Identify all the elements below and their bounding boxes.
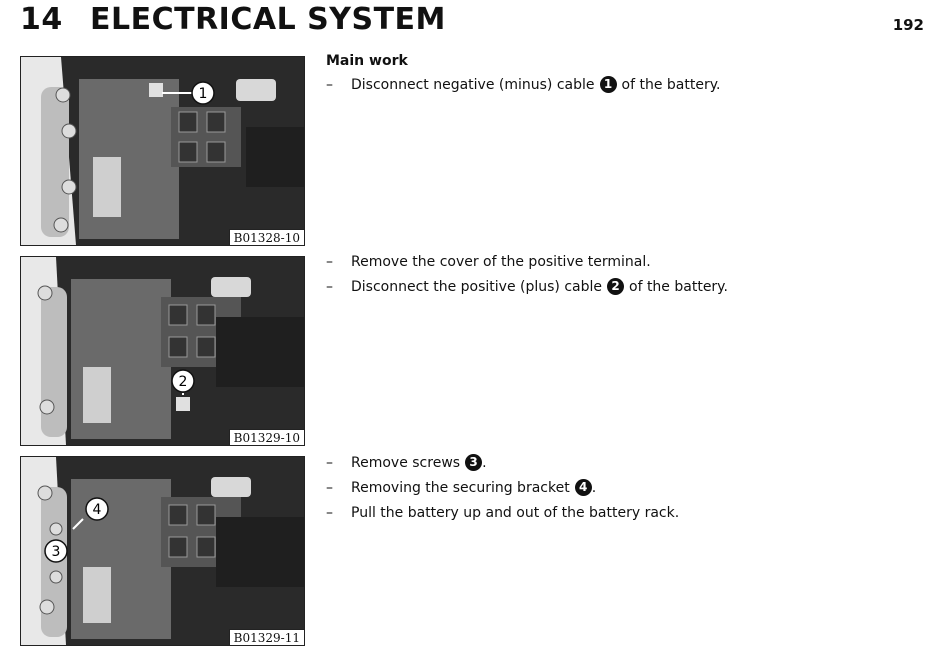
step-text: Disconnect the positive (plus) cable — [351, 278, 602, 295]
battery-photo-illustration: 1 — [21, 57, 304, 245]
chapter-title: ELECTRICAL SYSTEM — [90, 2, 446, 37]
step-number-badge: 4 — [574, 479, 592, 496]
page-number: 192 — [892, 16, 924, 34]
step-item: – Pull the battery up and out of the bat… — [326, 500, 679, 525]
step-item: – Remove the cover of the positive termi… — [326, 249, 728, 274]
step-item: – Disconnect negative (minus) cable 1 of… — [326, 72, 720, 97]
step-text-after: . — [591, 479, 597, 496]
section-heading: Main work — [326, 53, 408, 69]
step-text-after: . — [482, 454, 487, 471]
figure-battery-negative: 1 B01328-10 — [20, 56, 305, 246]
step-item: – Remove screws 3 . — [326, 450, 679, 475]
figure-battery-bracket: 4 3 B01329-11 — [20, 456, 305, 646]
callout-1: 1 — [199, 86, 208, 102]
section-remove-battery: – Remove screws 3 . – Removing the secur… — [326, 450, 679, 525]
step-item: – Disconnect the positive (plus) cable 2… — [326, 274, 728, 299]
step-dash: – — [326, 76, 333, 93]
step-dash: – — [326, 253, 333, 270]
figure-battery-positive: 2 B01329-10 — [20, 256, 305, 446]
figure-caption: B01328-10 — [228, 229, 304, 245]
figure-caption: B01329-10 — [228, 429, 304, 445]
step-number-badge: 2 — [607, 278, 624, 295]
figure-caption: B01329-11 — [228, 629, 304, 645]
step-number-badge: 1 — [599, 76, 617, 93]
step-text-after: of the battery. — [621, 76, 721, 93]
step-text: Remove the cover of the positive termina… — [351, 253, 651, 270]
step-text: Remove screws — [351, 454, 461, 471]
step-text: Pull the battery up and out of the batte… — [351, 504, 680, 521]
battery-photo-illustration: 2 — [21, 257, 304, 445]
step-text: Removing the securing bracket — [351, 479, 570, 496]
step-text-after: of the battery. — [629, 278, 728, 295]
step-dash: – — [326, 278, 333, 295]
section-positive-terminal: – Remove the cover of the positive termi… — [326, 249, 728, 299]
step-dash: – — [326, 479, 333, 496]
callout-2: 2 — [179, 374, 188, 390]
step-item: – Removing the securing bracket 4 . — [326, 475, 679, 500]
section-main-work: Main work – Disconnect negative (minus) … — [326, 53, 720, 97]
step-dash: – — [326, 454, 333, 471]
battery-photo-illustration: 4 3 — [21, 457, 304, 645]
chapter-number: 14 — [20, 2, 63, 37]
callout-4: 4 — [93, 502, 102, 518]
callout-3: 3 — [52, 544, 61, 560]
step-number-badge: 3 — [465, 454, 483, 471]
step-text: Disconnect negative (minus) cable — [351, 76, 595, 93]
step-dash: – — [326, 504, 333, 521]
